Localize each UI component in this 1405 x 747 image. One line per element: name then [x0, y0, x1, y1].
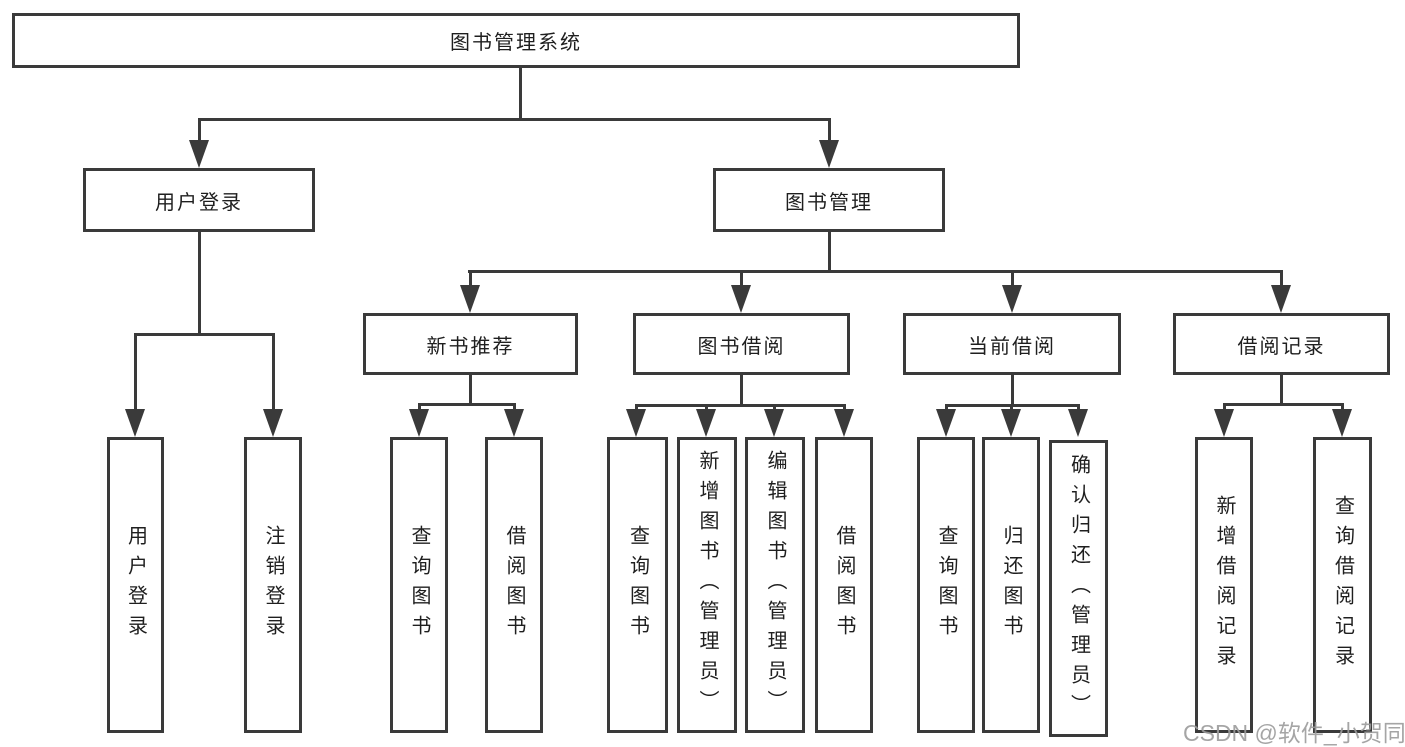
arrowhead-icon	[1271, 285, 1291, 313]
connector-line	[1280, 270, 1283, 288]
arrowhead-icon	[504, 409, 524, 437]
leaf-logout: 注销登录	[244, 437, 302, 733]
node-label: 借阅图书	[503, 525, 525, 645]
arrowhead-icon	[834, 409, 854, 437]
node-book-management-system: 图书管理系统	[12, 13, 1020, 68]
node-label: 查询借阅记录	[1331, 495, 1354, 675]
arrowhead-icon	[460, 285, 480, 313]
leaf-add-borrow-record: 新增借阅记录	[1195, 437, 1253, 733]
node-label: 当前借阅	[968, 335, 1056, 358]
arrowhead-icon	[696, 409, 716, 437]
node-label: 编辑图书（管理员）	[764, 450, 786, 720]
connector-line	[272, 333, 275, 413]
node-label: 查询图书	[935, 525, 957, 645]
arrowhead-icon	[1068, 409, 1088, 437]
node-label: 用户登录	[124, 525, 147, 645]
leaf-add-books-admin: 新增图书（管理员）	[677, 437, 737, 733]
connector-line	[134, 333, 137, 413]
connector-line	[469, 270, 472, 288]
connector-line	[1223, 403, 1344, 406]
connector-line	[198, 232, 201, 335]
leaf-confirm-return-admin: 确认归还（管理员）	[1049, 440, 1108, 737]
node-label: 图书管理	[785, 191, 873, 214]
node-label: 新增借阅记录	[1213, 495, 1235, 675]
connector-line	[740, 375, 743, 406]
arrowhead-icon	[189, 140, 209, 168]
connector-line	[468, 270, 1283, 273]
arrowhead-icon	[1001, 409, 1021, 437]
connector-line	[828, 232, 831, 272]
node-label: 借阅图书	[833, 525, 855, 645]
connector-line	[469, 375, 472, 405]
connector-line	[134, 333, 275, 336]
arrowhead-icon	[626, 409, 646, 437]
node-user-login: 用户登录	[83, 168, 315, 232]
leaf-user-login: 用户登录	[107, 437, 164, 733]
leaf-borrow-books-2: 借阅图书	[815, 437, 873, 733]
node-label: 查询图书	[408, 525, 430, 645]
csdn-watermark: CSDN @软件_小贺同学	[1183, 720, 1405, 746]
node-label: 确认归还（管理员）	[1067, 453, 1090, 724]
connector-line	[1280, 375, 1283, 405]
node-current-borrowing: 当前借阅	[903, 313, 1121, 375]
node-label: 图书管理系统	[450, 32, 582, 54]
connector-line	[1011, 270, 1014, 288]
node-book-management: 图书管理	[713, 168, 945, 232]
connector-line	[635, 404, 846, 407]
node-label: 查询图书	[626, 525, 649, 645]
node-label: 图书借阅	[697, 335, 786, 358]
node-label: 新增图书（管理员）	[696, 450, 718, 720]
arrowhead-icon	[263, 409, 283, 437]
node-book-borrowing: 图书借阅	[633, 313, 850, 375]
connector-line	[1011, 375, 1014, 406]
leaf-query-books-2: 查询图书	[607, 437, 668, 733]
leaf-query-borrow-record: 查询借阅记录	[1313, 437, 1372, 733]
arrowhead-icon	[819, 140, 839, 168]
node-label: 新书推荐	[426, 335, 515, 358]
connector-line	[198, 118, 201, 146]
node-label: 归还图书	[1000, 525, 1022, 645]
connector-line	[198, 118, 831, 121]
leaf-query-books-3: 查询图书	[917, 437, 975, 733]
leaf-edit-books-admin: 编辑图书（管理员）	[745, 437, 805, 733]
connector-line	[418, 403, 516, 406]
arrowhead-icon	[1002, 285, 1022, 313]
arrowhead-icon	[125, 409, 145, 437]
node-label: 借阅记录	[1237, 335, 1326, 358]
node-label: 用户登录	[155, 191, 243, 214]
arrowhead-icon	[764, 409, 784, 437]
connector-line	[519, 68, 522, 120]
connector-line	[828, 118, 831, 146]
leaf-query-books-1: 查询图书	[390, 437, 448, 733]
node-borrowing-records: 借阅记录	[1173, 313, 1390, 375]
connector-line	[740, 270, 743, 288]
arrowhead-icon	[1214, 409, 1234, 437]
arrowhead-icon	[1332, 409, 1352, 437]
leaf-return-books: 归还图书	[982, 437, 1040, 733]
leaf-borrow-books-1: 借阅图书	[485, 437, 543, 733]
arrowhead-icon	[936, 409, 956, 437]
arrowhead-icon	[409, 409, 429, 437]
node-label: 注销登录	[262, 525, 284, 645]
arrowhead-icon	[731, 285, 751, 313]
node-new-book-recommend: 新书推荐	[363, 313, 578, 375]
